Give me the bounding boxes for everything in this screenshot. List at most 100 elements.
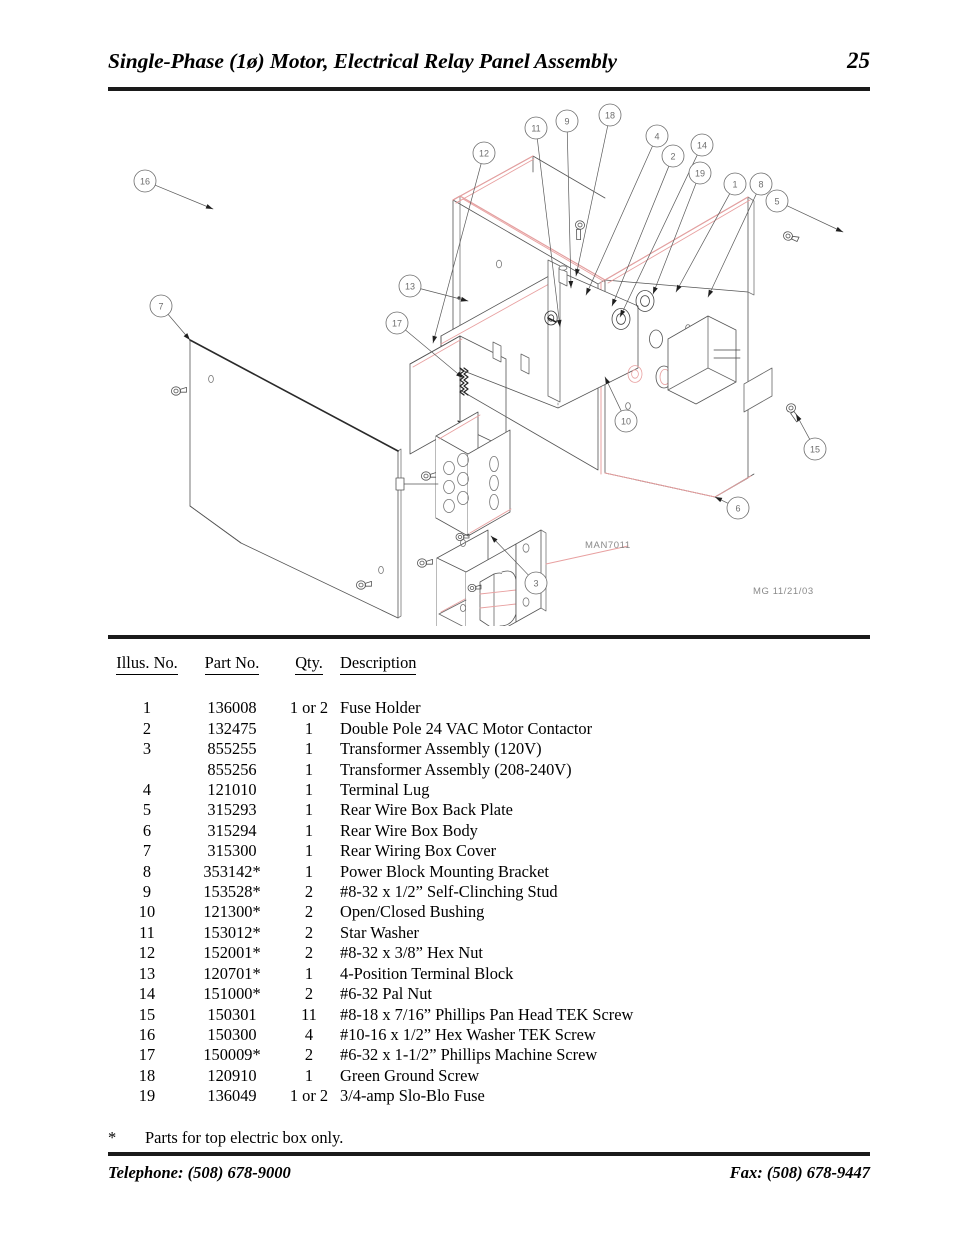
cell-desc: Fuse Holder (340, 698, 421, 718)
cell-qty: 1 (304, 718, 314, 738)
cell-part: 855256 (207, 759, 257, 779)
leader-line (585, 145, 653, 296)
callout-17: 17 (385, 311, 464, 379)
leader-line (154, 184, 214, 210)
cell-part: 136008 (207, 698, 257, 718)
table-footnote: * Parts for top electric box only. (108, 1128, 343, 1148)
leader-line (405, 329, 464, 379)
cell-illus: 3 (142, 739, 152, 759)
callout-balloon (765, 189, 789, 213)
cell-part: 150300 (207, 1024, 257, 1044)
cell-illus: 6 (142, 820, 152, 840)
callout-12: 12 (432, 141, 496, 344)
leader-arrowhead (432, 335, 438, 343)
cell-part: 120910 (207, 1065, 257, 1085)
page-title: Single-Phase (1ø) Motor, Electrical Rela… (108, 49, 617, 73)
cell-qty: 1 (304, 963, 314, 983)
parts-table-header: Illus. No. Part No. Qty. Description (108, 653, 870, 698)
cell-part: 120701* (203, 963, 261, 983)
cell-illus: 15 (138, 1004, 156, 1024)
cell-illus: 16 (138, 1024, 156, 1044)
tek-screw-icons (171, 220, 801, 590)
callout-5: 5 (765, 189, 844, 233)
leader-line (575, 125, 609, 277)
callout-number: 7 (158, 302, 163, 312)
callout-number: 10 (621, 417, 631, 427)
leader-arrowhead (586, 287, 592, 295)
cell-part: 136049 (207, 1086, 257, 1106)
callout-number: 17 (392, 319, 402, 329)
cell-part: 152001* (203, 943, 261, 963)
leader-arrowhead (605, 377, 611, 385)
cell-desc: Transformer Assembly (120V) (340, 739, 542, 759)
header-spacer-row (108, 677, 870, 698)
table-row: 16 150300 4 #10-16 x 1/2” Hex Washer TEK Sc… (108, 1025, 870, 1045)
cell-part: 153012* (203, 922, 261, 942)
cell-desc: #8-32 x 3/8” Hex Nut (340, 943, 483, 963)
cell-qty: 2 (304, 943, 314, 963)
cell-part: 353142* (203, 861, 261, 881)
cell-illus: 4 (142, 780, 152, 800)
cell-qty: 4 (304, 1024, 314, 1044)
leader-arrowhead (796, 414, 802, 422)
drawing-label: MAN7011 (585, 540, 631, 551)
leader-arrowhead (456, 371, 463, 378)
callout-14: 14 (619, 133, 714, 318)
part-top-electric-box-chassis (409, 155, 773, 455)
callout-number: 14 (697, 141, 707, 151)
callout-balloon (133, 169, 157, 193)
callout-2: 2 (611, 144, 685, 307)
callout-balloon (688, 161, 712, 185)
cell-desc: Rear Wire Box Back Plate (340, 800, 513, 820)
cell-illus: 9 (142, 882, 152, 902)
cell-illus: 5 (142, 800, 152, 820)
callout-6: 6 (714, 496, 750, 520)
cell-illus: 17 (138, 1045, 156, 1065)
table-top-divider (108, 635, 870, 639)
callout-balloon (726, 496, 750, 520)
column-header-illus: Illus. No. (108, 653, 186, 677)
callout-8: 8 (707, 172, 773, 298)
leader-arrowhead (460, 296, 468, 302)
cell-qty: 1 (304, 800, 314, 820)
cell-qty: 11 (301, 1004, 317, 1024)
callout-balloon (524, 571, 548, 595)
cell-qty: 1 (304, 780, 314, 800)
cell-qty: 2 (304, 1045, 314, 1065)
callout-16: 16 (133, 169, 214, 210)
cell-qty: 1 (304, 841, 314, 861)
cell-qty: 1 or 2 (289, 1086, 329, 1106)
leader-line (490, 535, 529, 576)
leader-arrowhead (183, 333, 190, 340)
cell-qty: 2 (304, 902, 314, 922)
leader-arrowhead (575, 268, 580, 276)
footer-telephone: Telephone: (508) 678-9000 (108, 1163, 291, 1182)
callout-number: 11 (531, 124, 540, 134)
cell-desc: #8-32 x 1/2” Self-Clinching Stud (340, 882, 558, 902)
leader-arrowhead (556, 319, 562, 327)
leader-line (420, 288, 469, 302)
callout-18: 18 (575, 103, 622, 277)
part-terminal-block (395, 411, 512, 537)
cell-qty: 1 (304, 739, 314, 759)
callout-number: 9 (564, 117, 569, 127)
part-transformer-assembly (436, 529, 629, 626)
cell-desc: Star Washer (340, 922, 419, 942)
callout-11: 11 (524, 116, 562, 328)
cell-illus: 10 (138, 902, 156, 922)
part-rear-wiring-box-cover (189, 339, 402, 619)
leader-line (707, 193, 757, 298)
footer-fax: Fax: (508) 678-9447 (729, 1163, 870, 1182)
leader-line (786, 205, 844, 233)
cell-desc: #10-16 x 1/2” Hex Washer TEK Screw (340, 1024, 596, 1044)
